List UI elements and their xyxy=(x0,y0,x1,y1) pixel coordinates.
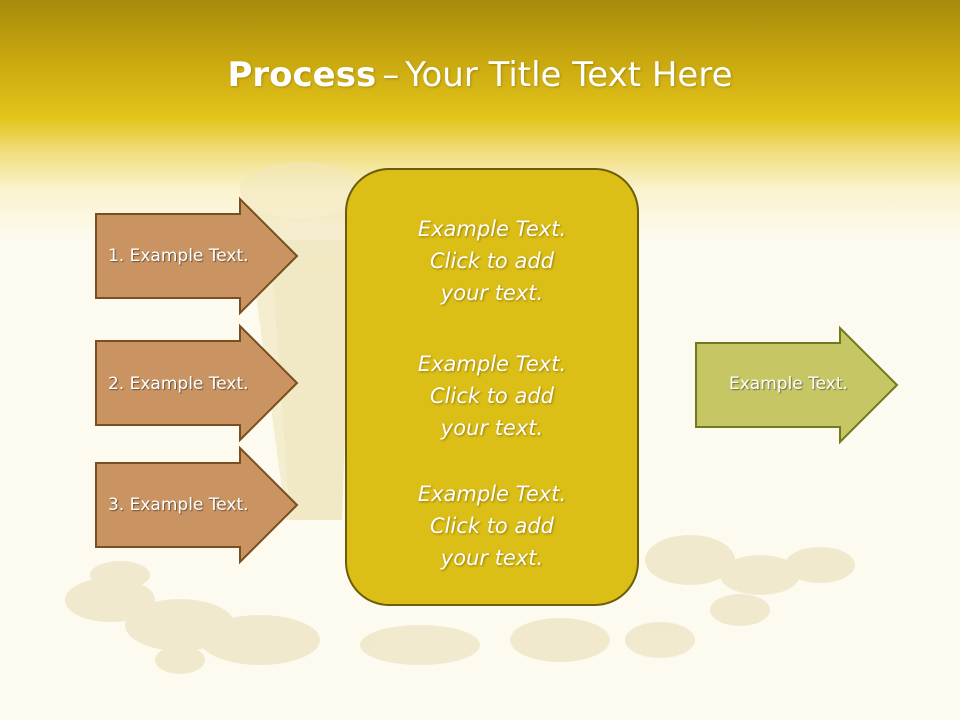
left-arrow-3[interactable] xyxy=(95,445,299,565)
center-text-line: Click to add xyxy=(429,249,554,273)
title-text: Your Title Text Here xyxy=(405,55,733,95)
left-arrow-2[interactable] xyxy=(95,323,299,443)
center-text-line: your text. xyxy=(440,416,544,440)
center-text-block-2[interactable]: Example Text. Click to add your text. xyxy=(345,348,639,444)
center-text-line: Example Text. xyxy=(417,482,567,506)
center-text-line: Example Text. xyxy=(417,217,567,241)
center-text-block-3[interactable]: Example Text. Click to add your text. xyxy=(345,478,639,574)
center-text-line: Click to add xyxy=(429,384,554,408)
title-bold-text: Process xyxy=(227,55,377,95)
center-text-block-1[interactable]: Example Text. Click to add your text. xyxy=(345,213,639,309)
left-arrow-1-label: 1. Example Text. xyxy=(108,246,249,266)
left-arrow-1[interactable] xyxy=(95,196,299,316)
left-arrow-3-label: 3. Example Text. xyxy=(108,495,249,515)
right-arrow-label: Example Text. xyxy=(729,374,848,394)
center-text-line: your text. xyxy=(440,546,544,570)
slide-title[interactable]: Process–Your Title Text Here xyxy=(0,52,960,98)
center-text-line: Click to add xyxy=(429,514,554,538)
left-arrow-2-label: 2. Example Text. xyxy=(108,374,249,394)
center-text-box[interactable] xyxy=(345,168,639,606)
center-text-line: your text. xyxy=(440,281,544,305)
title-separator: – xyxy=(382,55,400,95)
center-text-line: Example Text. xyxy=(417,352,567,376)
right-arrow[interactable] xyxy=(695,325,899,445)
